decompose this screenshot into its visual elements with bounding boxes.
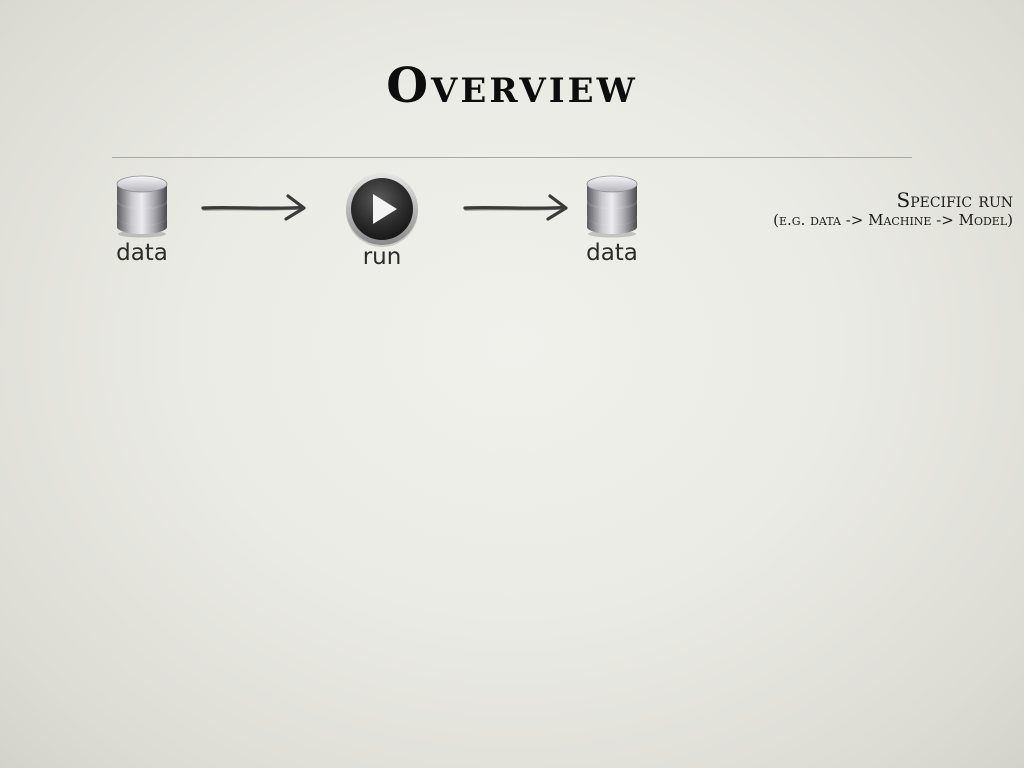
slide-title: Overview [386,58,638,114]
flow-node-label: data [586,240,638,266]
run-note: Specific run (e.g. data -> Machine -> Mo… [773,188,1013,228]
play-icon [346,173,418,247]
flow-node-output-data: data [552,170,672,266]
flow-node-label: data [116,240,168,266]
arrow-right-icon [463,194,568,221]
database-icon [586,175,638,238]
flow-node-run: run [322,172,442,270]
arrow-right-icon [201,194,306,221]
flow-node-label: run [362,244,402,270]
note-subtitle: (e.g. data -> Machine -> Model) [773,211,1013,229]
title-divider [112,157,912,158]
database-icon [116,175,168,238]
note-title: Specific run [896,188,1014,212]
flow-node-input-data: data [82,170,202,266]
